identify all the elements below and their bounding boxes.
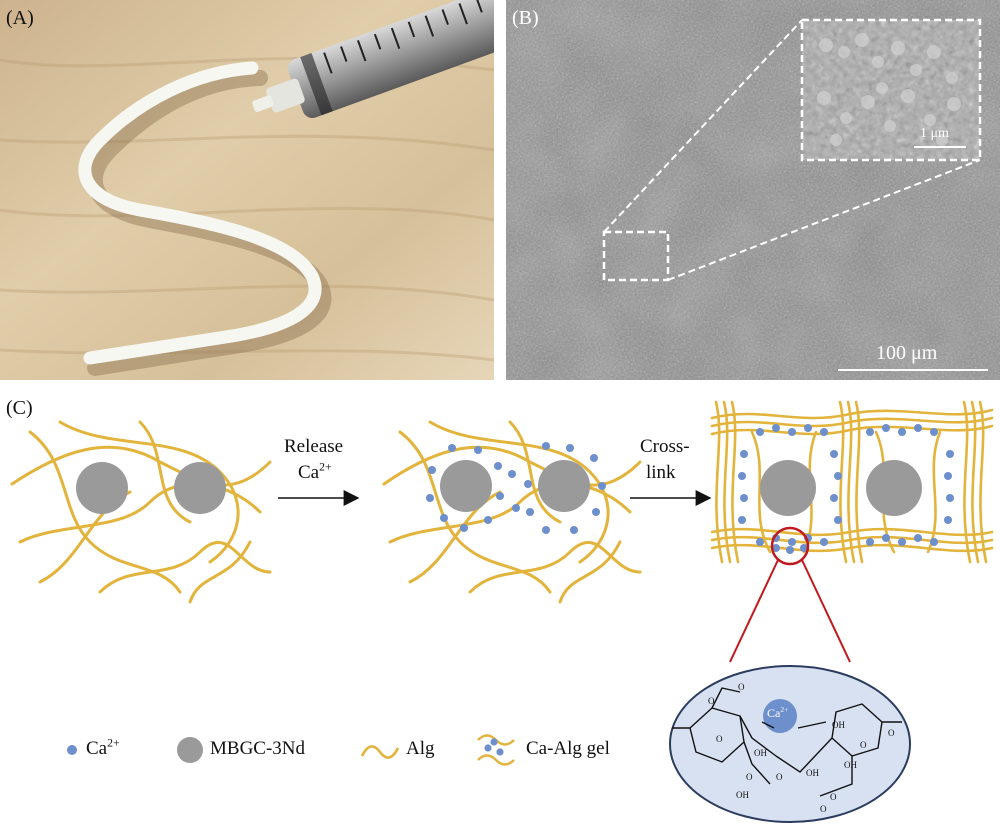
- chem-o-label-8: O: [708, 696, 715, 706]
- chem-oh-label-2: OH: [736, 790, 749, 800]
- particle-3: [440, 460, 492, 512]
- chem-bonds: [672, 687, 902, 797]
- chem-structure: O OH OH OH OH OH O O O O O O O O: [669, 665, 911, 823]
- chem-oh-label-4: OH: [844, 760, 857, 770]
- particle-5: [760, 460, 816, 516]
- particle-2: [174, 462, 226, 514]
- released-ions: [426, 442, 606, 534]
- zoom-line-top: [603, 19, 803, 233]
- legend-ca-icon: [67, 745, 77, 755]
- alg-strands-stage-3: [710, 400, 994, 564]
- panel-b-sem: (B) 1 μm 100 μm: [506, 0, 1000, 380]
- legend-ca-sup: 2+: [107, 736, 120, 750]
- zoom-line-right: [801, 559, 851, 663]
- panel-a-photo: (A): [0, 0, 494, 380]
- alg-strands-stage-2: [382, 420, 642, 604]
- panel-b-label: (B): [512, 7, 539, 29]
- zoom-circle: [770, 526, 810, 566]
- chem-ca-text: Ca: [767, 706, 781, 720]
- legend-icons: [67, 734, 515, 766]
- sem-selection-box: [602, 230, 670, 282]
- strand-shadow: [86, 70, 332, 376]
- legend-particle-label: MBGC-3Nd: [210, 738, 306, 759]
- chem-labels: O OH OH OH OH OH O O O O O O O O: [708, 682, 895, 814]
- zoom-line-bottom: [667, 159, 981, 281]
- chem-ellipse: [669, 665, 911, 823]
- legend-alg-label: Alg: [406, 738, 435, 759]
- chem-o-label-3: O: [746, 772, 753, 782]
- chem-o-label-9: O: [888, 728, 895, 738]
- sem-inset: [800, 18, 982, 162]
- chem-o-label-6: O: [830, 792, 837, 802]
- panel-c-schematic: (C): [0, 392, 1000, 832]
- panel-c-label: (C): [6, 397, 33, 419]
- syringe-barrel: [252, 0, 494, 119]
- main-scale-label: 100 μm: [876, 342, 938, 364]
- chem-ca-label: Ca2+: [767, 706, 788, 721]
- release-ca-text: Ca: [298, 462, 320, 483]
- inset-scale-label: 1 μm: [920, 126, 949, 141]
- legend-ca-text: Ca: [86, 738, 108, 759]
- chem-ca-sup: 2+: [780, 705, 789, 714]
- crosslink-label: Cross-: [640, 436, 690, 457]
- legend-alg-icon: [360, 745, 400, 759]
- zoom-line-left: [729, 559, 779, 663]
- particle-4: [538, 460, 590, 512]
- particle-1: [76, 462, 128, 514]
- stage-1-alginate-particles: [10, 420, 272, 604]
- chem-oh-label-1: OH: [754, 748, 767, 758]
- chem-oh-label-3: OH: [832, 720, 845, 730]
- legend-ca-label: Ca2+: [86, 736, 120, 760]
- sem-image: [506, 0, 1000, 380]
- crosslink-label-2: link: [646, 462, 676, 483]
- legend-particle-icon: [177, 737, 203, 763]
- chem-o-label-2: O: [716, 734, 723, 744]
- chem-o-label-7: O: [820, 804, 827, 814]
- stage-2-ion-release: [382, 420, 642, 604]
- syringe-photo: [0, 0, 494, 380]
- release-ca-sup: 2+: [319, 460, 332, 474]
- release-ca-label: Ca2+: [298, 460, 332, 484]
- alg-strands-stage-1: [10, 420, 272, 604]
- legend-gel-label: Ca-Alg gel: [526, 738, 610, 759]
- release-label: Release: [284, 436, 344, 457]
- legend-gel-icon: [477, 734, 515, 766]
- chem-o-label-4: O: [776, 772, 783, 782]
- stage-3-gel-network: [710, 400, 994, 564]
- particle-6: [866, 460, 922, 516]
- extruded-strand: [78, 61, 322, 365]
- chem-o-label-5: O: [860, 740, 867, 750]
- panel-a-label: (A): [6, 7, 34, 29]
- chem-oh-label-5: OH: [806, 768, 819, 778]
- schematic-canvas: O OH OH OH OH OH O O O O O O O O: [10, 400, 994, 823]
- chem-ca-ion: [763, 699, 797, 733]
- chem-o-label-1: O: [738, 682, 745, 692]
- crosslinked-ions: [738, 424, 954, 554]
